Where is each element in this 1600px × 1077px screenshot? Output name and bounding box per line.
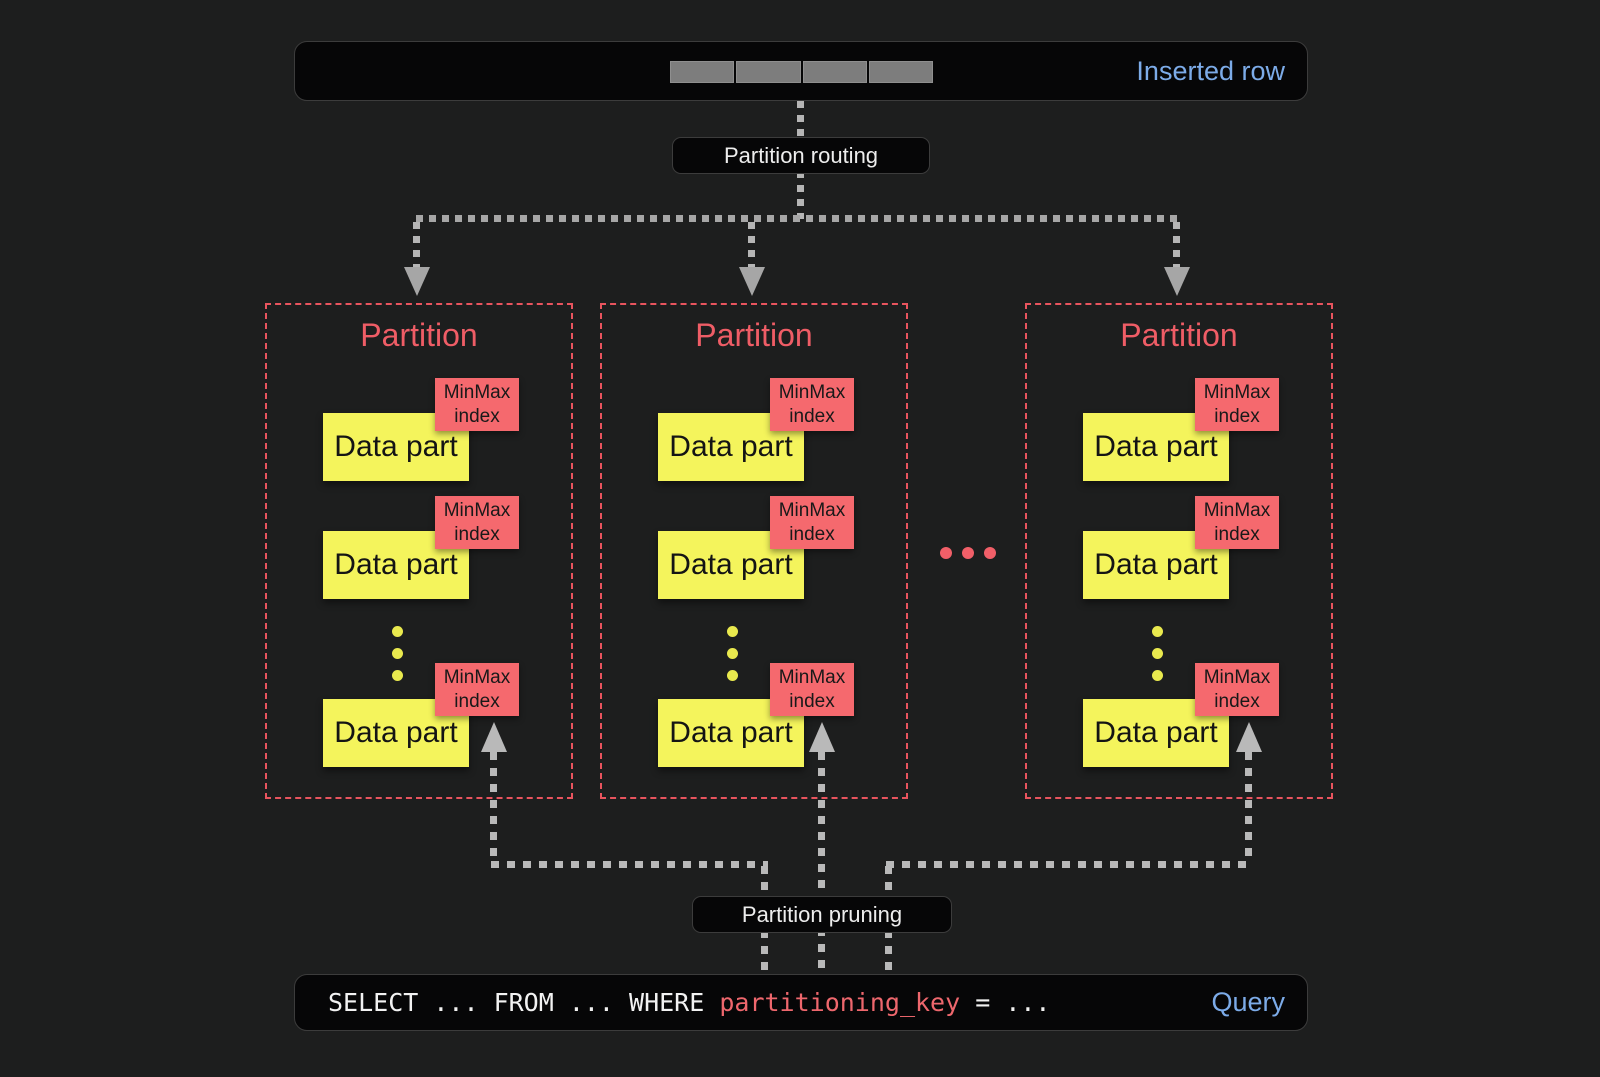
- query-sql-text: SELECT ... FROM ... WHERE partitioning_k…: [328, 975, 1050, 1030]
- partition-title: Partition: [695, 317, 813, 353]
- partition-routing-label: Partition routing: [672, 137, 930, 174]
- partition-title: Partition: [1120, 317, 1238, 353]
- data-part-box: Data part: [323, 699, 469, 767]
- sql-suffix: = ...: [960, 988, 1051, 1017]
- more-parts-dot: [727, 648, 738, 659]
- routing-horizontal-line: [416, 215, 1178, 222]
- routing-drop-line-right: [1173, 222, 1180, 268]
- more-parts-dot: [392, 670, 403, 681]
- pruning-horizontal-left: [491, 861, 768, 868]
- ellipsis-dot: [962, 547, 974, 559]
- row-cell: [802, 61, 867, 83]
- data-part-box: Data part: [1083, 413, 1229, 481]
- query-panel: SELECT ... FROM ... WHERE partitioning_k…: [294, 974, 1308, 1031]
- arrowhead-down-icon: [1164, 267, 1190, 296]
- sql-prefix: SELECT ... FROM ... WHERE: [328, 988, 720, 1017]
- row-cell: [736, 61, 801, 83]
- query-label: Query: [1211, 987, 1285, 1017]
- pruning-line-middle-vertical: [818, 752, 825, 974]
- more-parts-dot: [392, 648, 403, 659]
- minmax-index-tag: MinMax index: [770, 378, 854, 431]
- arrowhead-up-icon: [1236, 722, 1262, 752]
- minmax-index-tag: MinMax index: [435, 496, 519, 549]
- partition-box-2: Partition MinMax index Data part MinMax …: [600, 303, 908, 799]
- more-parts-dot: [727, 670, 738, 681]
- inserted-row-cells: [670, 61, 933, 83]
- inserted-row-panel: Inserted row: [294, 41, 1308, 101]
- more-parts-dot: [727, 626, 738, 637]
- minmax-index-tag: MinMax index: [435, 378, 519, 431]
- row-cell: [670, 61, 735, 83]
- routing-drop-line-left: [413, 222, 420, 268]
- routing-drop-line-middle: [748, 222, 755, 268]
- arrowhead-down-icon: [739, 267, 765, 296]
- partition-box-3: Partition MinMax index Data part MinMax …: [1025, 303, 1333, 799]
- pruning-line-right-vertical: [1245, 752, 1252, 864]
- row-cell: [868, 61, 933, 83]
- minmax-index-tag: MinMax index: [770, 663, 854, 716]
- sql-partitioning-key: partitioning_key: [719, 988, 961, 1017]
- more-parts-dot: [1152, 626, 1163, 637]
- ellipsis-dot: [984, 547, 996, 559]
- partition-pruning-label: Partition pruning: [692, 896, 952, 933]
- partition-box-1: Partition MinMax index Data part MinMax …: [265, 303, 573, 799]
- ellipsis-dot: [940, 547, 952, 559]
- arrowhead-up-icon: [481, 722, 507, 752]
- minmax-index-tag: MinMax index: [770, 496, 854, 549]
- more-parts-dot: [392, 626, 403, 637]
- inserted-row-label: Inserted row: [1136, 55, 1285, 86]
- arrowhead-up-icon: [809, 722, 835, 752]
- partition-title: Partition: [360, 317, 478, 353]
- pruning-horizontal-right: [886, 861, 1252, 868]
- minmax-index-tag: MinMax index: [435, 663, 519, 716]
- more-parts-dot: [1152, 670, 1163, 681]
- minmax-index-tag: MinMax index: [1195, 378, 1279, 431]
- minmax-index-tag: MinMax index: [1195, 663, 1279, 716]
- minmax-index-tag: MinMax index: [1195, 496, 1279, 549]
- pruning-line-left-vertical: [490, 752, 497, 864]
- arrowhead-down-icon: [404, 267, 430, 296]
- more-parts-dot: [1152, 648, 1163, 659]
